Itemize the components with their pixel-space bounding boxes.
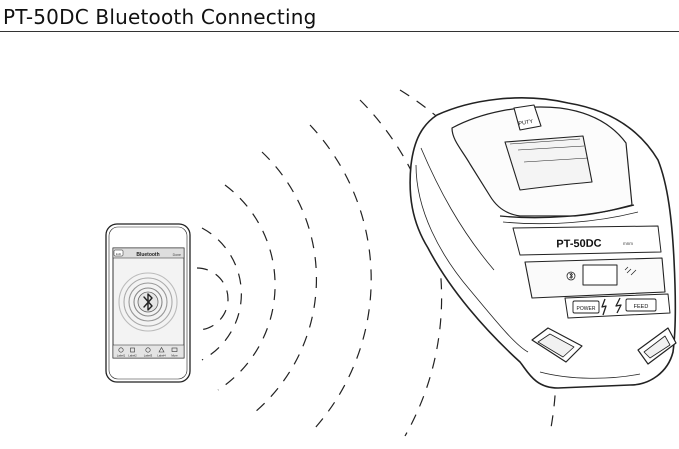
bluetooth-icon — [143, 293, 153, 311]
signal-wave-3 — [217, 184, 276, 391]
phone-tab-label-3: Label3 — [144, 354, 153, 358]
signal-wave-1 — [196, 267, 229, 331]
feed-button-label: FEED — [634, 304, 649, 310]
printer-bluetooth-icon — [569, 272, 573, 279]
phone-body-inner — [108, 226, 188, 380]
printer-signal-icon — [624, 266, 637, 276]
page-title: PT-50DC Bluetooth Connecting — [3, 5, 317, 29]
printer-model-label: PT-50DC — [556, 238, 601, 251]
smartphone: Bluetooth Done Edit Label1 Label2 Label3… — [105, 223, 191, 383]
printer-label-band — [512, 225, 662, 256]
printer: PUTY PT-50DC mnm POWER FEED — [409, 97, 677, 389]
phone-tab-icons — [118, 346, 178, 353]
printer-lcd — [582, 264, 618, 286]
printer-brand-logo — [513, 104, 542, 131]
printer-paper-cover — [504, 135, 593, 191]
phone-tab-label-5: More — [171, 354, 178, 358]
printer-brand-small: mnm — [623, 241, 633, 246]
phone-screen-title: Bluetooth — [136, 252, 159, 258]
power-button-label: POWER — [577, 306, 596, 312]
title-divider — [0, 31, 679, 32]
phone-edit-button — [113, 249, 124, 257]
printer-brand-logo-text: PUTY — [518, 119, 534, 128]
phone-bluetooth-rings — [118, 272, 178, 332]
feed-icon — [615, 297, 622, 314]
signal-wave-2 — [201, 227, 242, 361]
phone-status-right: Done — [173, 253, 181, 257]
feed-button — [625, 298, 657, 312]
signal-wave-4 — [254, 151, 318, 413]
phone-header-bar — [112, 247, 185, 259]
power-button — [572, 300, 600, 314]
phone-tab-label-4: Label4 — [157, 354, 166, 358]
phone-tab-label-1: Label1 — [117, 354, 126, 358]
power-icon — [601, 298, 607, 316]
phone-status-left: Edit — [116, 252, 121, 256]
phone-tab-label-2: Label2 — [128, 354, 137, 358]
signal-wave-5 — [309, 124, 372, 429]
